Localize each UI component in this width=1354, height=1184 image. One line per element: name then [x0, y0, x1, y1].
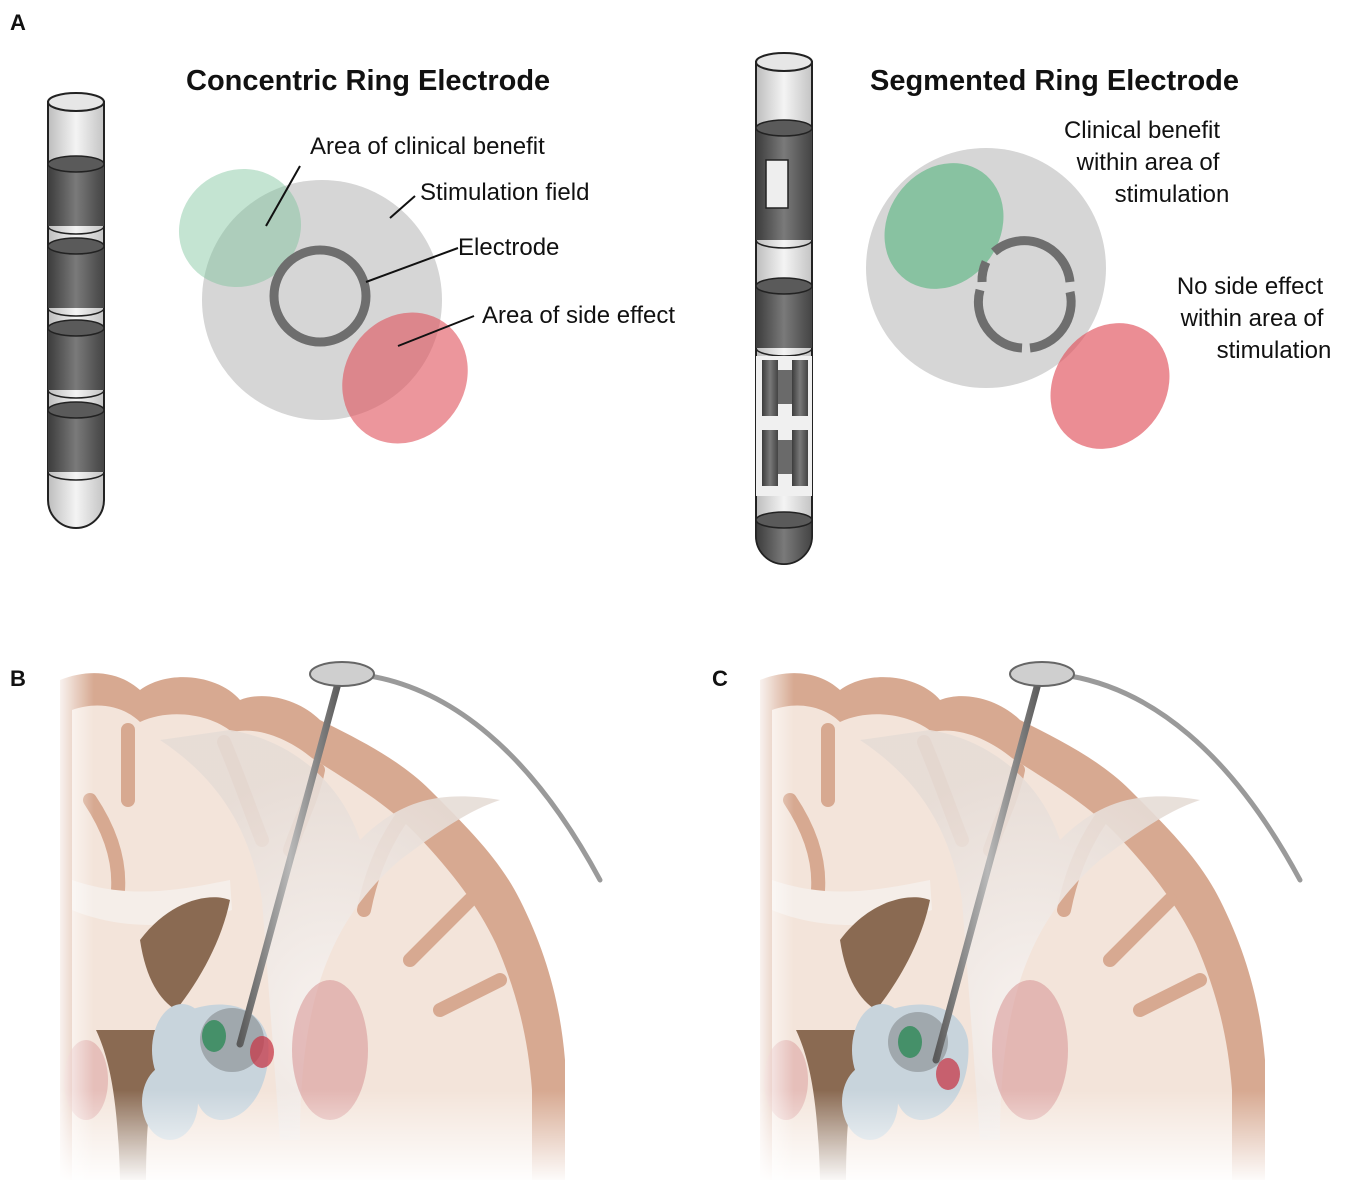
side-effect-area: [342, 312, 468, 444]
side-effect-area-c: [936, 1058, 960, 1090]
dbs-lead-b: [236, 661, 603, 1048]
panel-letter-b: B: [10, 666, 26, 691]
segmented-electrode-ring: [973, 236, 1076, 353]
burr-hole-cap-c: [1009, 661, 1075, 687]
no-side-line-1: No side effect: [1177, 273, 1324, 300]
segmented-lead: [755, 52, 813, 565]
electrode-ring: [269, 245, 371, 347]
label-benefit: Area of clinical benefit: [310, 133, 545, 160]
segmented-benefit-area: [884, 163, 1004, 289]
ring-contact-3: [47, 319, 105, 399]
no-side-line-3: stimulation: [1217, 337, 1332, 364]
label-field: Stimulation field: [420, 179, 589, 206]
side-effect-area-b: [250, 1036, 274, 1068]
lateral-ventricle-b: [140, 897, 230, 1010]
concentric-labels: Area of clinical benefit Stimulation fie…: [265, 133, 675, 347]
panel-b: B: [10, 660, 603, 1184]
benefit-line-3: stimulation: [1115, 181, 1230, 208]
benefit-area-c: [898, 1026, 922, 1058]
concentric-lead: [47, 92, 105, 529]
lateral-ventricle-c: [840, 897, 930, 1010]
brain-section-c: [754, 660, 1300, 1184]
putamen-b: [292, 980, 368, 1120]
segmented-title: Segmented Ring Electrode: [870, 65, 1239, 97]
segmented-contact-2: [756, 356, 812, 496]
segmented-contact-1: [755, 119, 813, 249]
panel-a: A: [10, 10, 1331, 565]
ring-contact-4: [47, 401, 105, 481]
concentric-title: Concentric Ring Electrode: [186, 65, 550, 97]
segmented-side-effect-area: [1050, 323, 1170, 449]
benefit-area-b: [202, 1020, 226, 1052]
brain-section-b: [54, 660, 600, 1184]
concentric-diagram: [178, 168, 468, 444]
ring-contact-2: [47, 237, 105, 317]
segmented-diagram: [866, 148, 1170, 449]
burr-hole-cap-b: [309, 661, 375, 687]
panel-letter-c: C: [712, 666, 728, 691]
benefit-area: [178, 168, 302, 288]
lead-tip-contact: [755, 511, 813, 565]
no-side-line-2: within area of: [1180, 305, 1324, 332]
benefit-line-2: within area of: [1076, 149, 1220, 176]
benefit-line-1: Clinical benefit: [1064, 117, 1220, 144]
label-electrode: Electrode: [458, 234, 559, 261]
label-side-effect: Area of side effect: [482, 302, 675, 329]
dbs-lead-c: [932, 661, 1303, 1064]
segmented-labels: Clinical benefit within area of stimulat…: [1064, 117, 1331, 364]
ring-contact-1: [47, 155, 105, 235]
putamen-c: [992, 980, 1068, 1120]
ring-contact-lower: [755, 277, 813, 357]
panel-letter-a: A: [10, 10, 26, 35]
panel-c: C: [712, 660, 1303, 1184]
